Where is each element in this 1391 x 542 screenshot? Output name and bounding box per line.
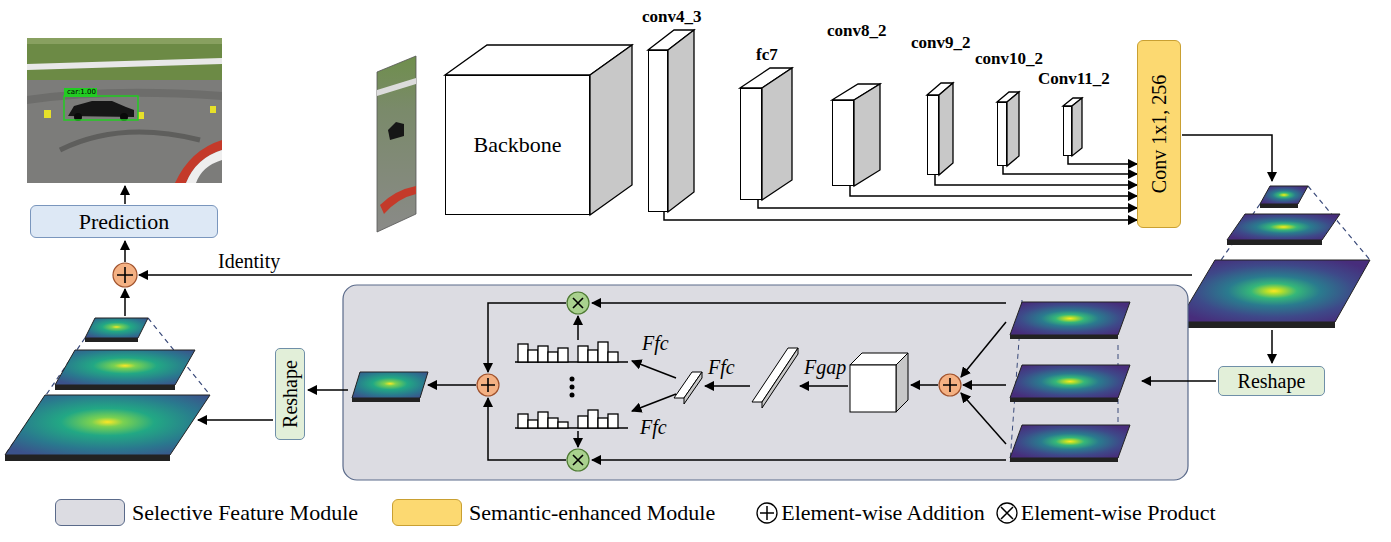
node-text: Backbone — [474, 132, 562, 158]
node-text: Reshape — [1238, 370, 1306, 393]
prediction-box: Prediction — [30, 205, 218, 238]
legend-symbol — [755, 501, 779, 525]
block-side — [939, 83, 953, 175]
input-image — [377, 56, 416, 232]
node-text: fc7 — [756, 45, 778, 65]
node-text: conv4_3 — [642, 7, 702, 27]
output-pyramid — [5, 318, 210, 461]
detection-image — [27, 38, 222, 183]
layer-block: conv9_2 — [927, 95, 939, 175]
layer-block: Conv11_2 — [1063, 106, 1072, 156]
node-text: Reshape — [279, 360, 302, 428]
legend-symbol — [995, 501, 1019, 525]
module-panel — [343, 285, 1188, 480]
block-side — [1007, 92, 1019, 166]
legend-item: Selective Feature Module — [55, 499, 358, 526]
layer-block: fc7 — [740, 88, 762, 200]
layer-block: conv8_2 — [832, 100, 854, 186]
backbone-block: Backbone — [445, 75, 590, 215]
block-side — [590, 45, 632, 215]
connector — [1003, 166, 1137, 174]
legend-item: Element-wise Addition — [755, 500, 984, 526]
vector-bar — [674, 372, 702, 404]
legend-item: Semantic-enhanced Module — [392, 499, 715, 526]
operator-label: Ffc — [642, 332, 669, 355]
legend-text: Element-wise Product — [1021, 500, 1216, 526]
legend-text: Element-wise Addition — [781, 500, 984, 526]
attention-histogram — [515, 342, 628, 428]
connector — [850, 186, 1137, 196]
connector — [758, 200, 1137, 208]
vector-bar — [752, 348, 798, 408]
node-text: conv9_2 — [911, 33, 971, 53]
layer-block: conv10_2 — [997, 102, 1007, 166]
operator-label: Fgap — [804, 356, 846, 379]
connector — [664, 212, 1137, 220]
reshape-box: Reshape — [1218, 366, 1325, 396]
reshape-box: Reshape — [275, 348, 305, 440]
block-side — [668, 30, 694, 212]
feature-stack — [1010, 300, 1130, 462]
edge-label: Identity — [218, 250, 280, 273]
operator-label: Ffc — [640, 416, 667, 439]
layer-block: conv4_3 — [648, 50, 668, 212]
node-text: Conv 1x1, 256 — [1148, 75, 1171, 193]
node-text: Prediction — [79, 209, 169, 235]
feature-pyramid — [1178, 186, 1370, 328]
block-side — [1072, 98, 1082, 156]
legend: Selective Feature Module Semantic-enhance… — [55, 499, 1216, 526]
block-side — [854, 84, 880, 186]
legend-swatch — [55, 499, 125, 526]
node-text: conv10_2 — [975, 49, 1043, 69]
block-side — [762, 68, 792, 200]
connector — [935, 175, 1137, 185]
fused-map — [352, 372, 428, 402]
connector — [1068, 156, 1137, 164]
legend-text: Semantic-enhanced Module — [469, 500, 715, 526]
detection-label: car:1.00 — [66, 88, 97, 97]
pooled-cube — [850, 353, 908, 412]
legend-item: Element-wise Product — [995, 500, 1216, 526]
semantic-module-box: Conv 1x1, 256 — [1137, 40, 1181, 228]
legend-swatch — [392, 499, 462, 526]
legend-text: Selective Feature Module — [132, 500, 358, 526]
operator-label: Ffc — [708, 356, 735, 379]
node-text: Conv11_2 — [1038, 69, 1110, 89]
node-text: conv8_2 — [827, 21, 887, 41]
